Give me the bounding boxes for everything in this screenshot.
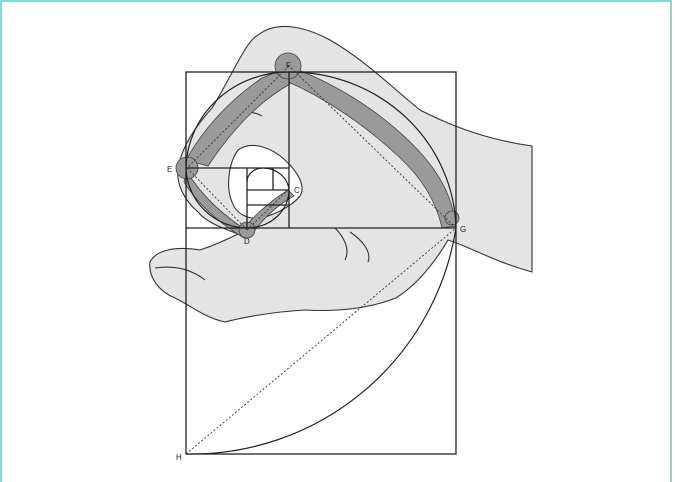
label-C: C	[294, 186, 300, 195]
label-H: H	[176, 453, 182, 462]
label-G: G	[460, 225, 466, 234]
joint-G	[445, 211, 459, 225]
hand-shape	[150, 26, 532, 322]
label-E: E	[167, 165, 172, 174]
label-F: F	[286, 61, 291, 70]
label-D: D	[244, 237, 250, 246]
hand-silhouette	[150, 26, 532, 322]
